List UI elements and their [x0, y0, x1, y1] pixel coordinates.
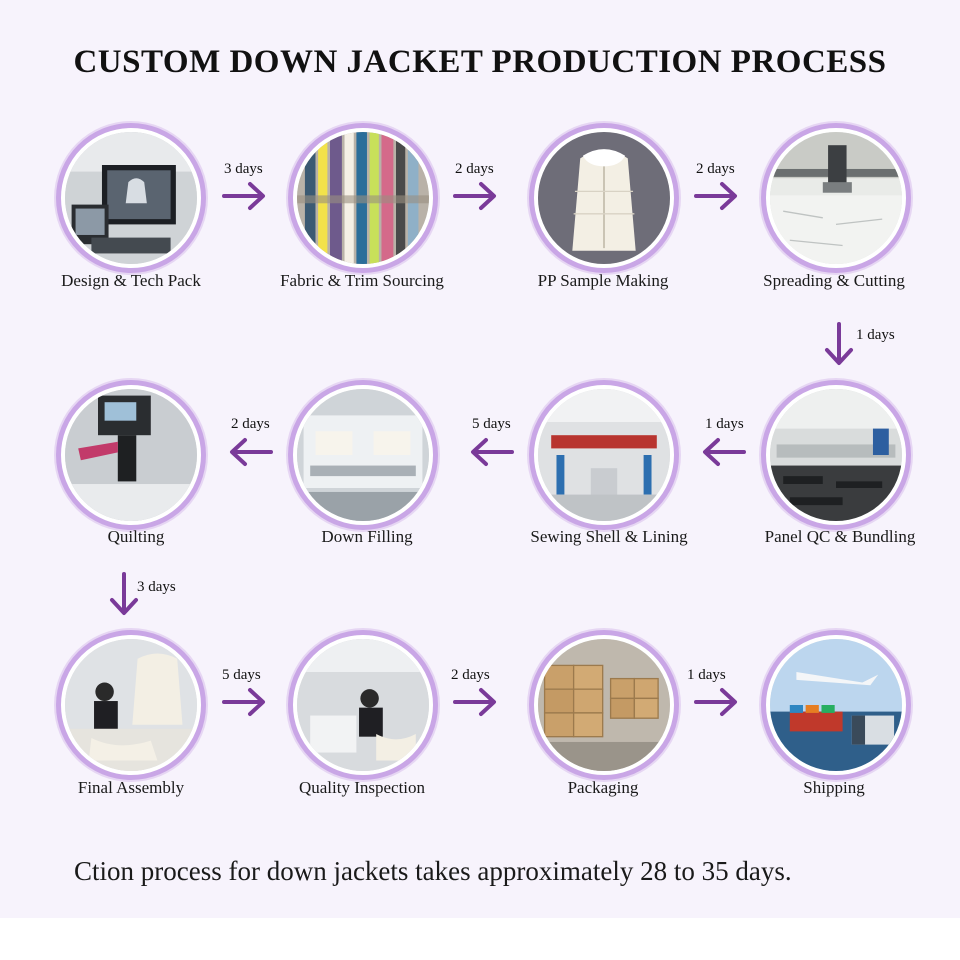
- duration-label: 2 days: [455, 161, 494, 177]
- sewing-line-image: [538, 389, 670, 521]
- duration-label: 5 days: [222, 667, 261, 683]
- duration-label: 1 days: [705, 416, 744, 432]
- step-photo-sewing: [534, 385, 674, 525]
- inspection-table-image: [297, 639, 429, 771]
- step-label: Quality Inspection: [298, 778, 426, 797]
- carton-boxes-image: [538, 639, 670, 771]
- arrow-left-icon: [230, 438, 273, 466]
- duration-label: 3 days: [137, 579, 176, 595]
- step-label: Spreading & Cutting: [763, 271, 905, 290]
- step-label: Design & Tech Pack: [61, 271, 201, 290]
- step-photo-quality-inspection: [293, 635, 433, 775]
- step-photo-spreading-cutting: [766, 128, 906, 268]
- duration-label: 5 days: [472, 416, 511, 432]
- step-label: Final Assembly: [77, 778, 185, 797]
- step-photo-pp-sample: [534, 128, 674, 268]
- step-label: Sewing Shell & Lining: [530, 527, 688, 546]
- arrow-right-icon: [694, 688, 737, 716]
- page-title: CUSTOM DOWN JACKET PRODUCTION PROCESS: [73, 44, 887, 80]
- computer-monitor-image: [65, 132, 197, 264]
- duration-label: 3 days: [224, 161, 263, 177]
- step-photo-fabric-trim-sourcing: [293, 128, 433, 268]
- quilting-machine-image: [65, 389, 197, 521]
- duration-label: 2 days: [451, 667, 490, 683]
- arrow-down-icon: [110, 572, 138, 615]
- workers-jackets-image: [65, 639, 197, 771]
- arrow-right-icon: [453, 688, 496, 716]
- duration-label: 2 days: [696, 161, 735, 177]
- cutting-machine-image: [770, 132, 902, 264]
- arrow-right-icon: [453, 182, 496, 210]
- duration-label: 1 days: [856, 327, 895, 343]
- zipper-trims-image: [297, 132, 429, 264]
- step-photo-design-tech-pack: [61, 128, 201, 268]
- arrow-down-icon: [825, 322, 853, 365]
- step-photo-down-filling: [293, 385, 433, 525]
- step-label: Panel QC & Bundling: [764, 527, 916, 546]
- factory-tables-image: [770, 389, 902, 521]
- step-photo-quilting: [61, 385, 201, 525]
- step-photo-shipping: [766, 635, 906, 775]
- step-label: Shipping: [803, 778, 865, 797]
- filling-machine-image: [297, 389, 429, 521]
- arrow-right-icon: [694, 182, 737, 210]
- step-label: Packaging: [567, 778, 639, 797]
- step-label: PP Sample Making: [537, 271, 669, 290]
- white-jacket-image: [538, 132, 670, 264]
- process-diagram: CUSTOM DOWN JACKET PRODUCTION PROCESS: [0, 0, 960, 918]
- duration-label: 1 days: [687, 667, 726, 683]
- step-label: Fabric & Trim Sourcing: [280, 271, 444, 290]
- step-label: Quilting: [107, 527, 165, 546]
- duration-label: 2 days: [231, 416, 270, 432]
- arrow-right-icon: [222, 688, 265, 716]
- step-photo-final-assembly: [61, 635, 201, 775]
- plane-ship-truck-image: [770, 639, 902, 771]
- step-photo-panel-qc: [766, 385, 906, 525]
- arrow-left-icon: [703, 438, 746, 466]
- step-photo-packaging: [534, 635, 674, 775]
- summary-text: Ction process for down jackets takes app…: [74, 856, 792, 886]
- step-label: Down Filling: [321, 527, 413, 546]
- arrow-right-icon: [222, 182, 265, 210]
- arrow-left-icon: [471, 438, 514, 466]
